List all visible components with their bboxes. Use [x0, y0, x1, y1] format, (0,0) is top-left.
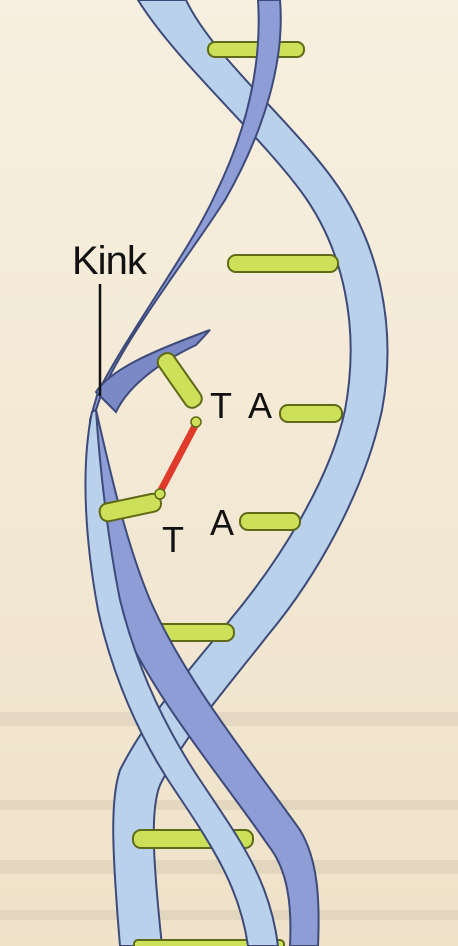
bond-joint-lower	[155, 489, 165, 499]
base-label-t-upper: T	[210, 385, 232, 426]
adenine-lower-stick	[240, 513, 300, 530]
kink-label: Kink	[72, 239, 148, 283]
base-label-a-upper: A	[248, 385, 272, 426]
base-label-a-lower: A	[210, 502, 234, 543]
base-label-t-lower: T	[162, 519, 184, 560]
bond-joint-upper	[191, 417, 201, 427]
base-pair-2	[228, 255, 338, 272]
adenine-upper-stick	[280, 405, 342, 422]
